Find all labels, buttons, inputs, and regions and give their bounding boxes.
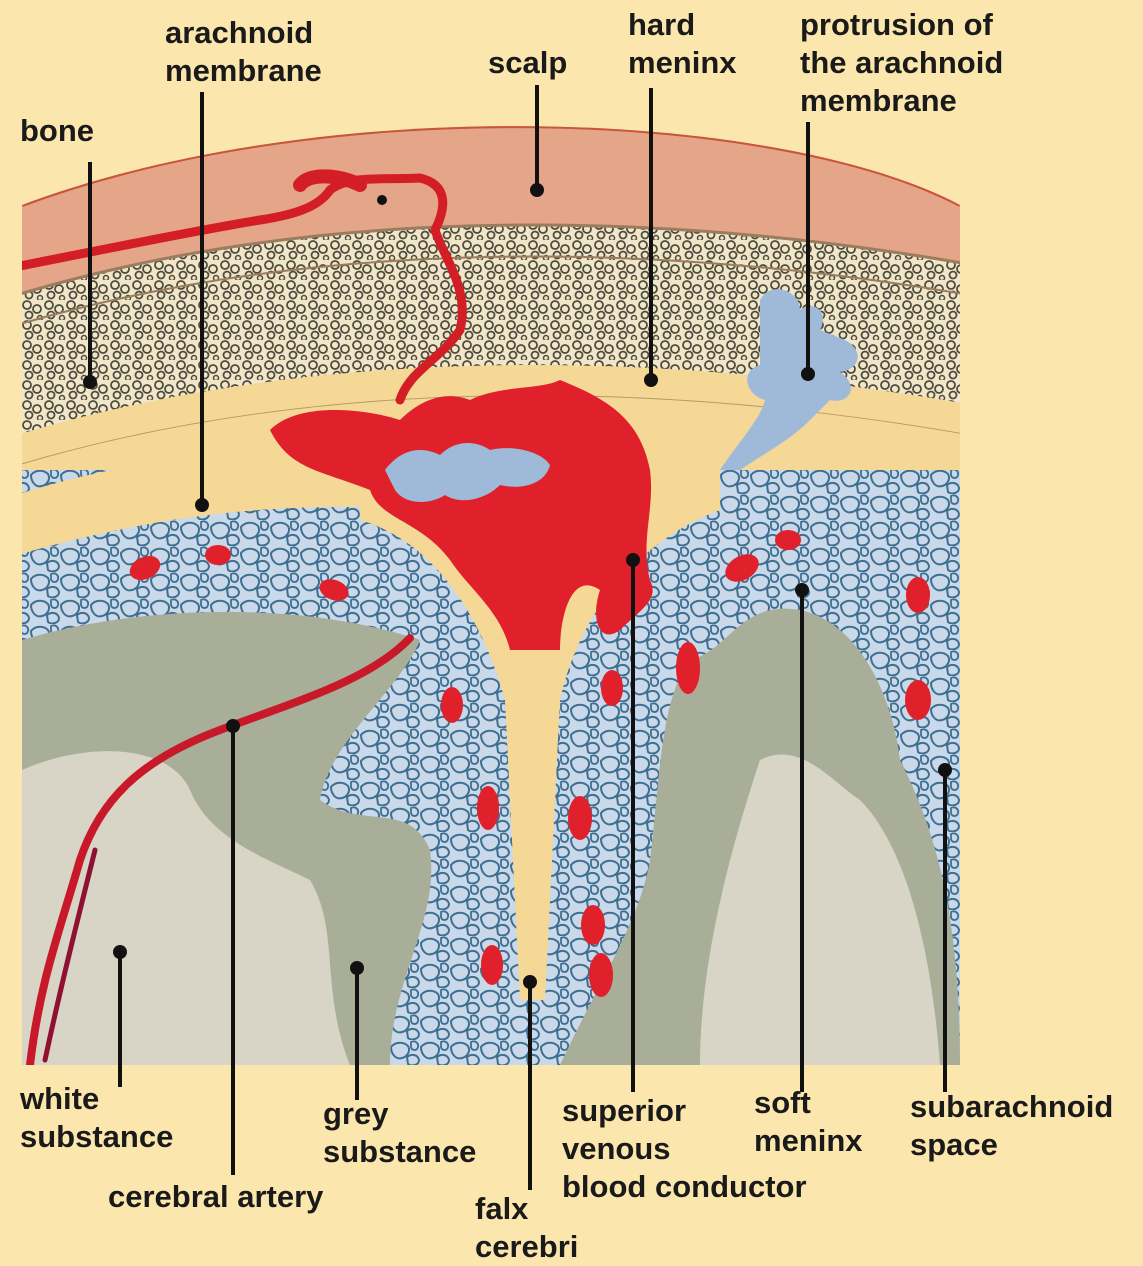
label-cerebral-artery: cerebral artery [108,1178,323,1216]
label-scalp: scalp [488,44,567,82]
label-white-substance-line2: substance [20,1118,173,1156]
label-hard-meninx-line1: hard [628,6,737,44]
label-grey-substance-line2: substance [323,1133,476,1171]
label-protrusion-line1: protrusion of [800,6,1003,44]
label-falx-cerebri-line2: cerebri [475,1228,578,1266]
label-bone: bone [20,112,94,150]
label-subarachnoid-space-line1: subarachnoid [910,1088,1113,1126]
label-soft-meninx-line1: soft [754,1084,863,1122]
label-arachnoid-membrane: arachnoid membrane [165,14,322,90]
label-hard-meninx: hard meninx [628,6,737,82]
label-white-substance: white substance [20,1080,173,1156]
label-grey-substance-line1: grey [323,1095,476,1133]
label-subarachnoid-space: subarachnoid space [910,1088,1113,1164]
label-arachnoid-membrane-line2: membrane [165,52,322,90]
label-arachnoid-membrane-line1: arachnoid [165,14,322,52]
label-white-substance-line1: white [20,1080,173,1118]
label-protrusion-arachnoid: protrusion of the arachnoid membrane [800,6,1003,120]
label-subarachnoid-space-line2: space [910,1126,1113,1164]
label-soft-meninx: soft meninx [754,1084,863,1160]
label-hard-meninx-line2: meninx [628,44,737,82]
label-soft-meninx-line2: meninx [754,1122,863,1160]
label-grey-substance: grey substance [323,1095,476,1171]
label-protrusion-line2: the arachnoid [800,44,1003,82]
label-protrusion-line3: membrane [800,82,1003,120]
label-superior-venous-line3: blood conductor [562,1168,807,1206]
